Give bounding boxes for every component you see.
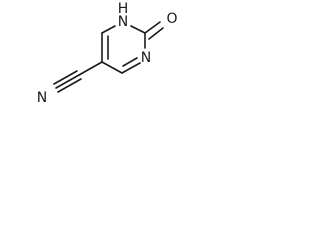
- atom-o: O: [166, 11, 177, 27]
- bond-c6-n1: [101, 25, 116, 34]
- bond-c4-c5: [101, 61, 123, 74]
- bond-c2-o-a: [144, 21, 161, 34]
- atom-n-ring: N: [141, 50, 151, 66]
- atom-n-top: N: [118, 14, 128, 30]
- bond-c2-o-b: [148, 27, 164, 40]
- bond-n1-c2: [130, 25, 146, 34]
- bond-nitrile-a: [55, 74, 80, 89]
- bond-nitrile-b: [53, 70, 78, 85]
- chemical-structure-diagram: N H O N N: [37, 1, 178, 106]
- bond-n3-c4-inner: [122, 57, 138, 67]
- bond-n3-c4: [121, 62, 141, 74]
- atom-h-top: H: [118, 1, 129, 17]
- atom-n-nitrile: N: [37, 90, 47, 106]
- bond-nitrile-c: [57, 78, 82, 93]
- bond-c5-cn: [78, 61, 103, 76]
